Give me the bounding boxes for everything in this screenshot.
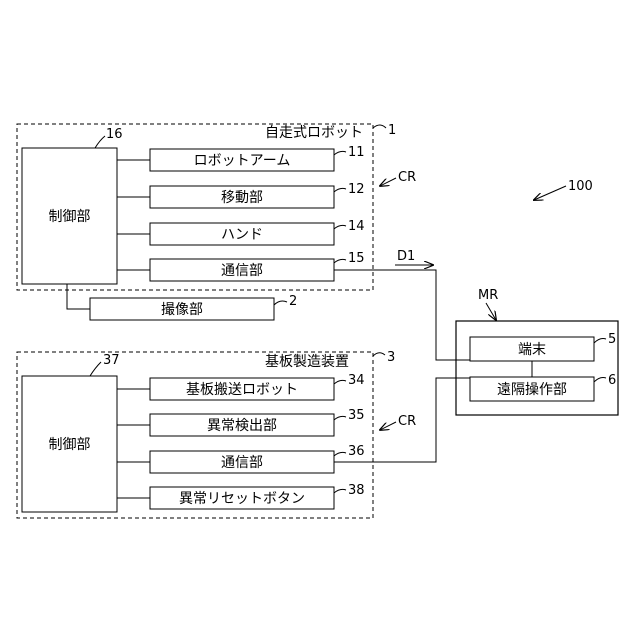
terminal-leader xyxy=(594,339,606,344)
robot-controller-leader xyxy=(95,136,105,148)
terminal-group-arrow xyxy=(486,303,496,320)
apparatus-title: 基板製造装置 xyxy=(265,353,349,370)
system-ref-label: 100 xyxy=(568,179,593,194)
apparatus-comm-ref: 36 xyxy=(348,444,365,459)
anomaly-detector-label: 異常検出部 xyxy=(207,418,277,434)
hand-label: ハンド xyxy=(221,227,263,243)
terminal-group-label: MR xyxy=(478,288,498,303)
terminal-ref: 5 xyxy=(608,332,616,347)
robot-comm-label: 通信部 xyxy=(221,263,263,279)
robot-controller-ref: 16 xyxy=(106,127,123,142)
transfer-robot-leader xyxy=(334,380,346,384)
anomaly-detector-ref: 35 xyxy=(348,408,365,423)
hand-ref: 14 xyxy=(348,219,365,234)
robot-arm-leader xyxy=(334,151,346,155)
apparatus-ref-leader xyxy=(373,353,385,356)
robot-to-terminal-line xyxy=(334,270,470,360)
reset-button-leader xyxy=(334,489,346,493)
d1-signal-label: D1 xyxy=(397,249,415,264)
camera-ref: 2 xyxy=(289,294,297,309)
transfer-robot-ref: 34 xyxy=(348,373,365,388)
camera-label: 撮像部 xyxy=(161,301,203,318)
remote-control-ref: 6 xyxy=(608,373,616,388)
reset-button-ref: 38 xyxy=(348,483,365,498)
remote-control-leader xyxy=(594,378,606,383)
hand-leader xyxy=(334,225,346,229)
robot-ref: 1 xyxy=(388,123,396,138)
robot-controller-label: 制御部 xyxy=(49,209,91,225)
mover-leader xyxy=(334,188,346,192)
transfer-robot-label: 基板搬送ロボット xyxy=(186,381,298,398)
mover-ref: 12 xyxy=(348,182,365,197)
apparatus-comm-leader xyxy=(334,452,346,456)
robot-cr-arrow xyxy=(380,178,396,186)
apparatus-cr-label: CR xyxy=(398,414,416,429)
apparatus-controller-leader xyxy=(90,362,101,376)
robot-group: 自走式ロボット 1 制御部 16 ロボットアーム 11 移動部 12 ハンド 1… xyxy=(17,123,416,290)
robot-arm-label: ロボットアーム xyxy=(194,153,291,169)
remote-control-label: 遠隔操作部 xyxy=(497,382,567,398)
robot-arm-ref: 11 xyxy=(348,145,365,160)
terminal-group: MR 端末 5 遠隔操作部 6 xyxy=(456,288,618,415)
system-ref-leader xyxy=(534,186,566,200)
robot-ref-leader xyxy=(373,125,386,128)
robot-cr-label: CR xyxy=(398,170,416,185)
mover-label: 移動部 xyxy=(221,190,263,206)
apparatus-cr-arrow xyxy=(380,422,396,430)
camera-connector xyxy=(67,284,90,309)
reset-button-label: 異常リセットボタン xyxy=(179,491,305,507)
apparatus-ref: 3 xyxy=(387,350,395,365)
terminal-label: 端末 xyxy=(518,342,546,358)
robot-title: 自走式ロボット xyxy=(265,125,363,141)
camera-leader xyxy=(274,301,287,305)
apparatus-controller-label: 制御部 xyxy=(49,437,91,453)
apparatus-comm-label: 通信部 xyxy=(221,455,263,471)
robot-comm-leader xyxy=(334,259,346,263)
robot-comm-ref: 15 xyxy=(348,251,365,266)
anomaly-detector-leader xyxy=(334,416,346,420)
apparatus-group: 基板製造装置 3 制御部 37 基板搬送ロボット 34 異常検出部 35 通信部… xyxy=(17,350,416,518)
apparatus-controller-ref: 37 xyxy=(103,353,120,368)
